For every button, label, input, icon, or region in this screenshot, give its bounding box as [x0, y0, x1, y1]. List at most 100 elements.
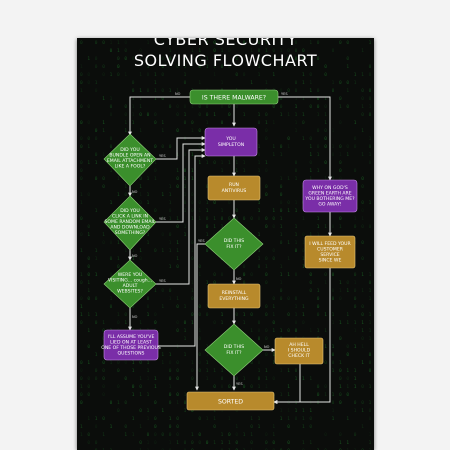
matrix-glyph: 0 [80, 360, 83, 366]
matrix-glyph: 1 [361, 48, 364, 54]
matrix-glyph: 0 [213, 280, 216, 286]
matrix-glyph: 0 [87, 192, 90, 198]
matrix-glyph: 0 [95, 136, 98, 142]
matrix-glyph: 0 [169, 400, 172, 406]
matrix-glyph: 1 [332, 80, 335, 86]
matrix-glyph: 1 [110, 288, 113, 294]
matrix-glyph: 0 [154, 424, 157, 430]
matrix-glyph: 1 [258, 256, 261, 262]
matrix-glyph: 1 [198, 272, 201, 278]
matrix-glyph: 0 [184, 152, 187, 158]
matrix-glyph: 0 [80, 216, 83, 222]
matrix-glyph: 1 [369, 200, 372, 206]
matrix-glyph: 0 [309, 272, 312, 278]
matrix-glyph: 0 [191, 208, 194, 214]
matrix-glyph: 0 [369, 144, 372, 150]
matrix-glyph: 0 [272, 376, 275, 382]
matrix-glyph: 0 [169, 392, 172, 398]
matrix-glyph: 1 [102, 232, 105, 238]
edge-label-no-q4: NO [236, 277, 242, 281]
matrix-glyph: 1 [206, 208, 209, 214]
matrix-glyph: 0 [110, 272, 113, 278]
matrix-glyph: 1 [346, 64, 349, 70]
matrix-glyph: 0 [339, 432, 342, 438]
arrow-assume-to-simpleton [158, 154, 206, 347]
matrix-glyph: 1 [80, 200, 83, 206]
matrix-glyph: 0 [265, 280, 268, 286]
matrix-glyph: 0 [206, 112, 209, 118]
matrix-glyph: 1 [339, 152, 342, 158]
matrix-glyph: 0 [117, 64, 120, 70]
node-send-line-3: SERVICE [320, 252, 339, 258]
matrix-glyph: 1 [176, 248, 179, 254]
matrix-glyph: 1 [354, 320, 357, 326]
matrix-glyph: 0 [346, 280, 349, 286]
matrix-glyph: 0 [161, 144, 164, 150]
matrix-glyph: 0 [184, 440, 187, 446]
matrix-glyph: 0 [161, 448, 164, 450]
matrix-glyph: 0 [80, 320, 83, 326]
matrix-glyph: 1 [302, 440, 305, 446]
matrix-glyph: 0 [332, 272, 335, 278]
matrix-glyph: 1 [102, 432, 105, 438]
matrix-glyph: 1 [154, 376, 157, 382]
matrix-glyph: 0 [87, 392, 90, 398]
matrix-glyph: 1 [324, 176, 327, 182]
matrix-glyph: 0 [169, 448, 172, 450]
matrix-glyph: 1 [147, 192, 150, 198]
matrix-glyph: 0 [346, 56, 349, 62]
matrix-glyph: 0 [87, 136, 90, 142]
matrix-glyph: 0 [332, 88, 335, 94]
matrix-glyph: 0 [258, 328, 261, 334]
matrix-glyph: 0 [80, 144, 83, 150]
matrix-glyph: 1 [161, 128, 164, 134]
matrix-glyph: 1 [154, 96, 157, 102]
matrix-glyph: 0 [213, 384, 216, 390]
node-assume-line-1: I'LL ASSUME YOU'VE [108, 334, 155, 340]
matrix-glyph: 1 [147, 232, 150, 238]
matrix-glyph: 1 [206, 376, 209, 382]
matrix-glyph: 0 [110, 304, 113, 310]
matrix-glyph: 1 [332, 176, 335, 182]
matrix-glyph: 0 [124, 192, 127, 198]
matrix-glyph: 0 [295, 416, 298, 422]
matrix-glyph: 1 [302, 408, 305, 414]
matrix-glyph: 1 [243, 112, 246, 118]
matrix-glyph: 0 [221, 272, 224, 278]
matrix-glyph: 1 [191, 248, 194, 254]
matrix-glyph: 1 [124, 72, 127, 78]
matrix-glyph: 0 [95, 296, 98, 302]
matrix-glyph: 1 [295, 96, 298, 102]
matrix-glyph: 1 [102, 344, 105, 350]
matrix-glyph: 0 [235, 384, 238, 390]
matrix-glyph: 1 [280, 368, 283, 374]
node-why-line-1: WHY ON GOD'S [312, 185, 348, 191]
matrix-glyph: 1 [161, 40, 164, 46]
matrix-glyph: 0 [87, 344, 90, 350]
matrix-glyph: 1 [206, 160, 209, 166]
matrix-glyph: 0 [132, 304, 135, 310]
matrix-glyph: 0 [309, 416, 312, 422]
matrix-glyph: 0 [235, 408, 238, 414]
matrix-glyph: 0 [206, 184, 209, 190]
matrix-glyph: 0 [176, 376, 179, 382]
matrix-glyph: 1 [198, 216, 201, 222]
matrix-glyph: 1 [191, 176, 194, 182]
matrix-glyph: 0 [87, 80, 90, 86]
matrix-glyph: 1 [161, 352, 164, 358]
matrix-glyph: 0 [317, 144, 320, 150]
matrix-glyph: 1 [317, 328, 320, 334]
matrix-glyph: 0 [369, 352, 372, 358]
matrix-glyph: 1 [154, 384, 157, 390]
matrix-glyph: 1 [198, 80, 201, 86]
matrix-glyph: 1 [147, 416, 150, 422]
matrix-glyph: 1 [206, 64, 209, 70]
matrix-glyph: 0 [147, 56, 150, 62]
matrix-glyph: 1 [250, 48, 253, 54]
matrix-glyph: 1 [213, 224, 216, 230]
matrix-glyph: 0 [87, 72, 90, 78]
matrix-glyph: 0 [280, 96, 283, 102]
matrix-glyph: 1 [87, 312, 90, 318]
matrix-glyph: 1 [369, 288, 372, 294]
matrix-glyph: 1 [287, 272, 290, 278]
